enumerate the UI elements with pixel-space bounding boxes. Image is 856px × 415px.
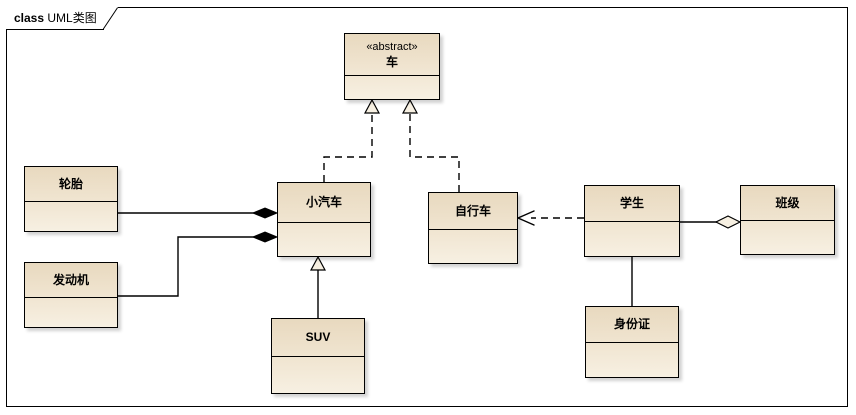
diagram-frame-title-tab: class UML类图 <box>6 7 119 30</box>
class-name-compartment: SUV <box>272 319 364 357</box>
class-name-compartment: 轮胎 <box>25 167 117 202</box>
class-name-label: 自行车 <box>454 203 491 218</box>
class-box-luntai[interactable]: 轮胎 <box>24 166 118 232</box>
class-name-label: 身份证 <box>613 317 650 331</box>
class-box-suv[interactable]: SUV <box>271 318 365 394</box>
class-name-label: 车 <box>385 54 398 69</box>
class-box-shenfenzheng[interactable]: 身份证 <box>585 306 679 378</box>
class-box-che[interactable]: «abstract» 车 <box>344 33 440 100</box>
class-name-compartment: 学生 <box>585 186 679 222</box>
class-name-compartment: 班级 <box>741 186 834 221</box>
class-name-compartment: «abstract» 车 <box>345 34 439 76</box>
diagram-frame <box>6 7 848 407</box>
frame-title-name: UML类图 <box>47 11 97 25</box>
class-name-label: SUV <box>305 330 331 344</box>
frame-title-label: class UML类图 <box>14 12 97 24</box>
class-stereotype: «abstract» <box>366 40 418 53</box>
class-name-label: 班级 <box>775 195 800 210</box>
class-name-label: 发动机 <box>52 272 89 287</box>
class-box-banji[interactable]: 班级 <box>740 185 835 255</box>
class-name-label: 学生 <box>619 196 644 210</box>
class-box-xiaoqiche[interactable]: 小汽车 <box>277 182 371 257</box>
class-name-compartment: 发动机 <box>25 263 117 298</box>
frame-tab-bevel <box>102 7 119 30</box>
class-box-fadongji[interactable]: 发动机 <box>24 262 118 328</box>
class-box-zixingche[interactable]: 自行车 <box>428 192 518 264</box>
class-name-compartment: 小汽车 <box>278 183 370 223</box>
class-name-label: 小汽车 <box>305 195 342 209</box>
frame-title-keyword: class <box>14 11 45 25</box>
class-box-xuesheng[interactable]: 学生 <box>584 185 680 257</box>
class-name-compartment: 身份证 <box>586 307 678 343</box>
class-name-compartment: 自行车 <box>429 193 517 230</box>
class-name-label: 轮胎 <box>58 176 83 191</box>
